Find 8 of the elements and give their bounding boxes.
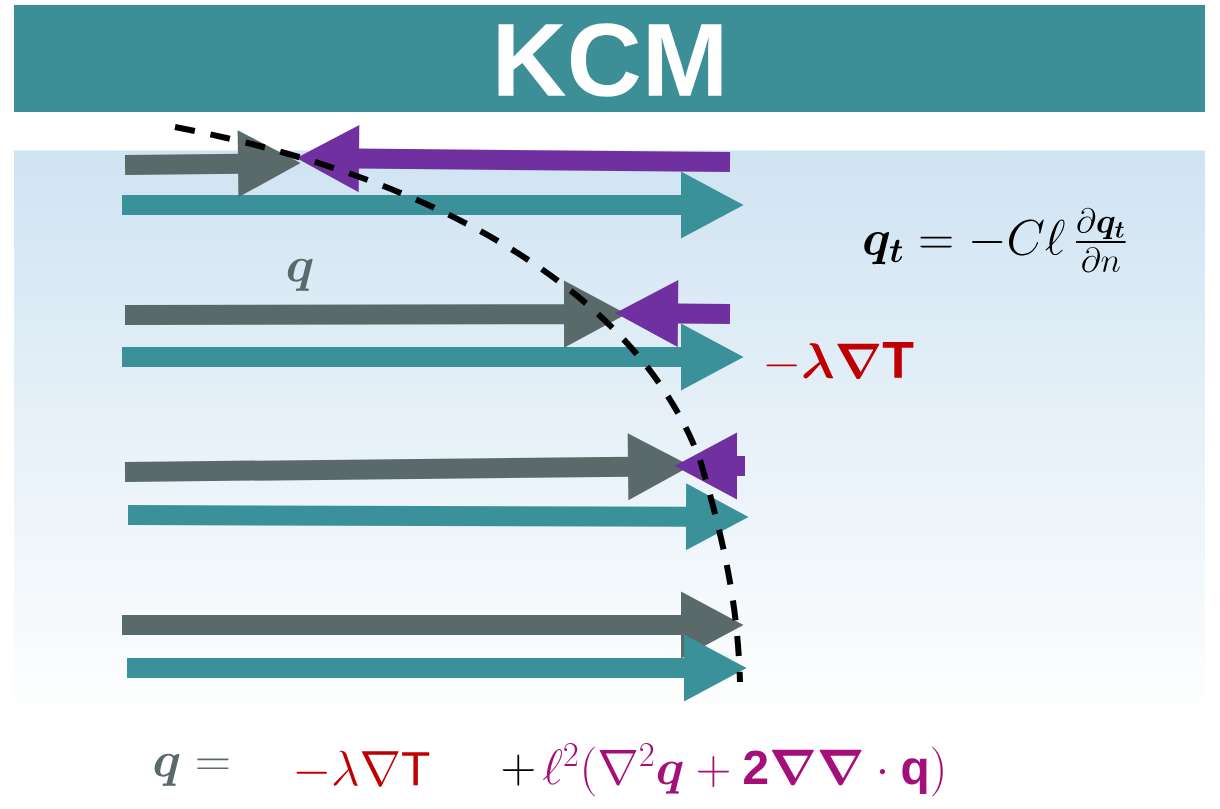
formula: $\ell^2(\nabla^2\boldsymbol{q} + \mathbf{2}\boldsymbol{\nabla}\boldsymbol{\nabla}\cdot\mathbf{q})$: [543, 743, 943, 797]
formula: $-\lambda\nabla\mathrm{T}$: [296, 750, 430, 787]
formula: $+$: [502, 754, 534, 786]
formula: $\boldsymbol{q_t} = -C\ell\,\frac{\partial \boldsymbol{q_t}}{\partial n}$: [864, 207, 1126, 273]
formula: $\boldsymbol{q} =$: [154, 753, 229, 786]
formula: $-\boldsymbol{\lambda}\boldsymbol{\nabla}\mathbf{T}$: [766, 342, 914, 380]
formula: $\boldsymbol{q}$: [287, 258, 313, 291]
title: KCM: [498, 23, 722, 97]
